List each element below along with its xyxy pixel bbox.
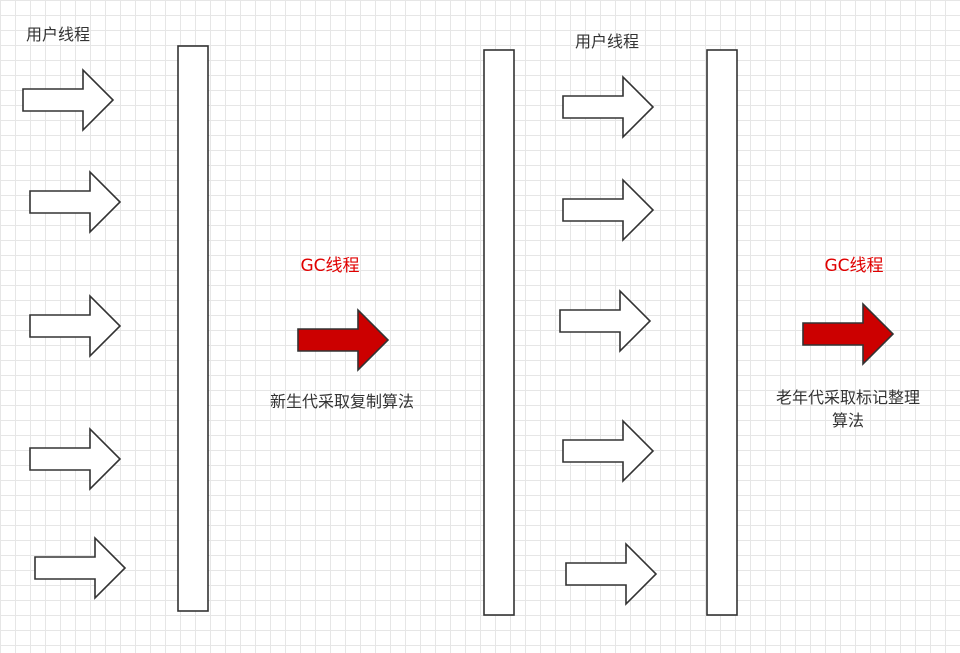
- safepoint-barrier-1: [177, 45, 209, 612]
- old-gen-description-line2: 算法: [831, 411, 865, 430]
- young-gen-description: 新生代采取复制算法: [269, 392, 415, 411]
- user-thread-arrow-icon: [562, 75, 655, 139]
- user-thread-arrow-icon: [565, 542, 658, 606]
- user-thread-arrow-icon: [22, 68, 115, 132]
- user-thread-arrow-icon: [559, 289, 652, 353]
- user-thread-label-right: 用户线程: [574, 32, 640, 51]
- user-thread-arrow-icon: [34, 536, 127, 600]
- user-thread-label-left: 用户线程: [25, 25, 91, 44]
- gc-thread-label-right: GC线程: [824, 256, 884, 276]
- user-thread-arrow-icon: [562, 419, 655, 483]
- user-thread-arrow-icon: [29, 170, 122, 234]
- gc-thread-arrow-icon: [297, 308, 390, 372]
- user-thread-arrow-icon: [29, 427, 122, 491]
- user-thread-arrow-icon: [29, 294, 122, 358]
- gc-thread-label-left: GC线程: [300, 256, 360, 276]
- old-gen-description-line1: 老年代采取标记整理: [775, 388, 921, 407]
- safepoint-barrier-2: [483, 49, 515, 616]
- safepoint-barrier-3: [706, 49, 738, 616]
- gc-thread-arrow-icon: [802, 302, 895, 366]
- user-thread-arrow-icon: [562, 178, 655, 242]
